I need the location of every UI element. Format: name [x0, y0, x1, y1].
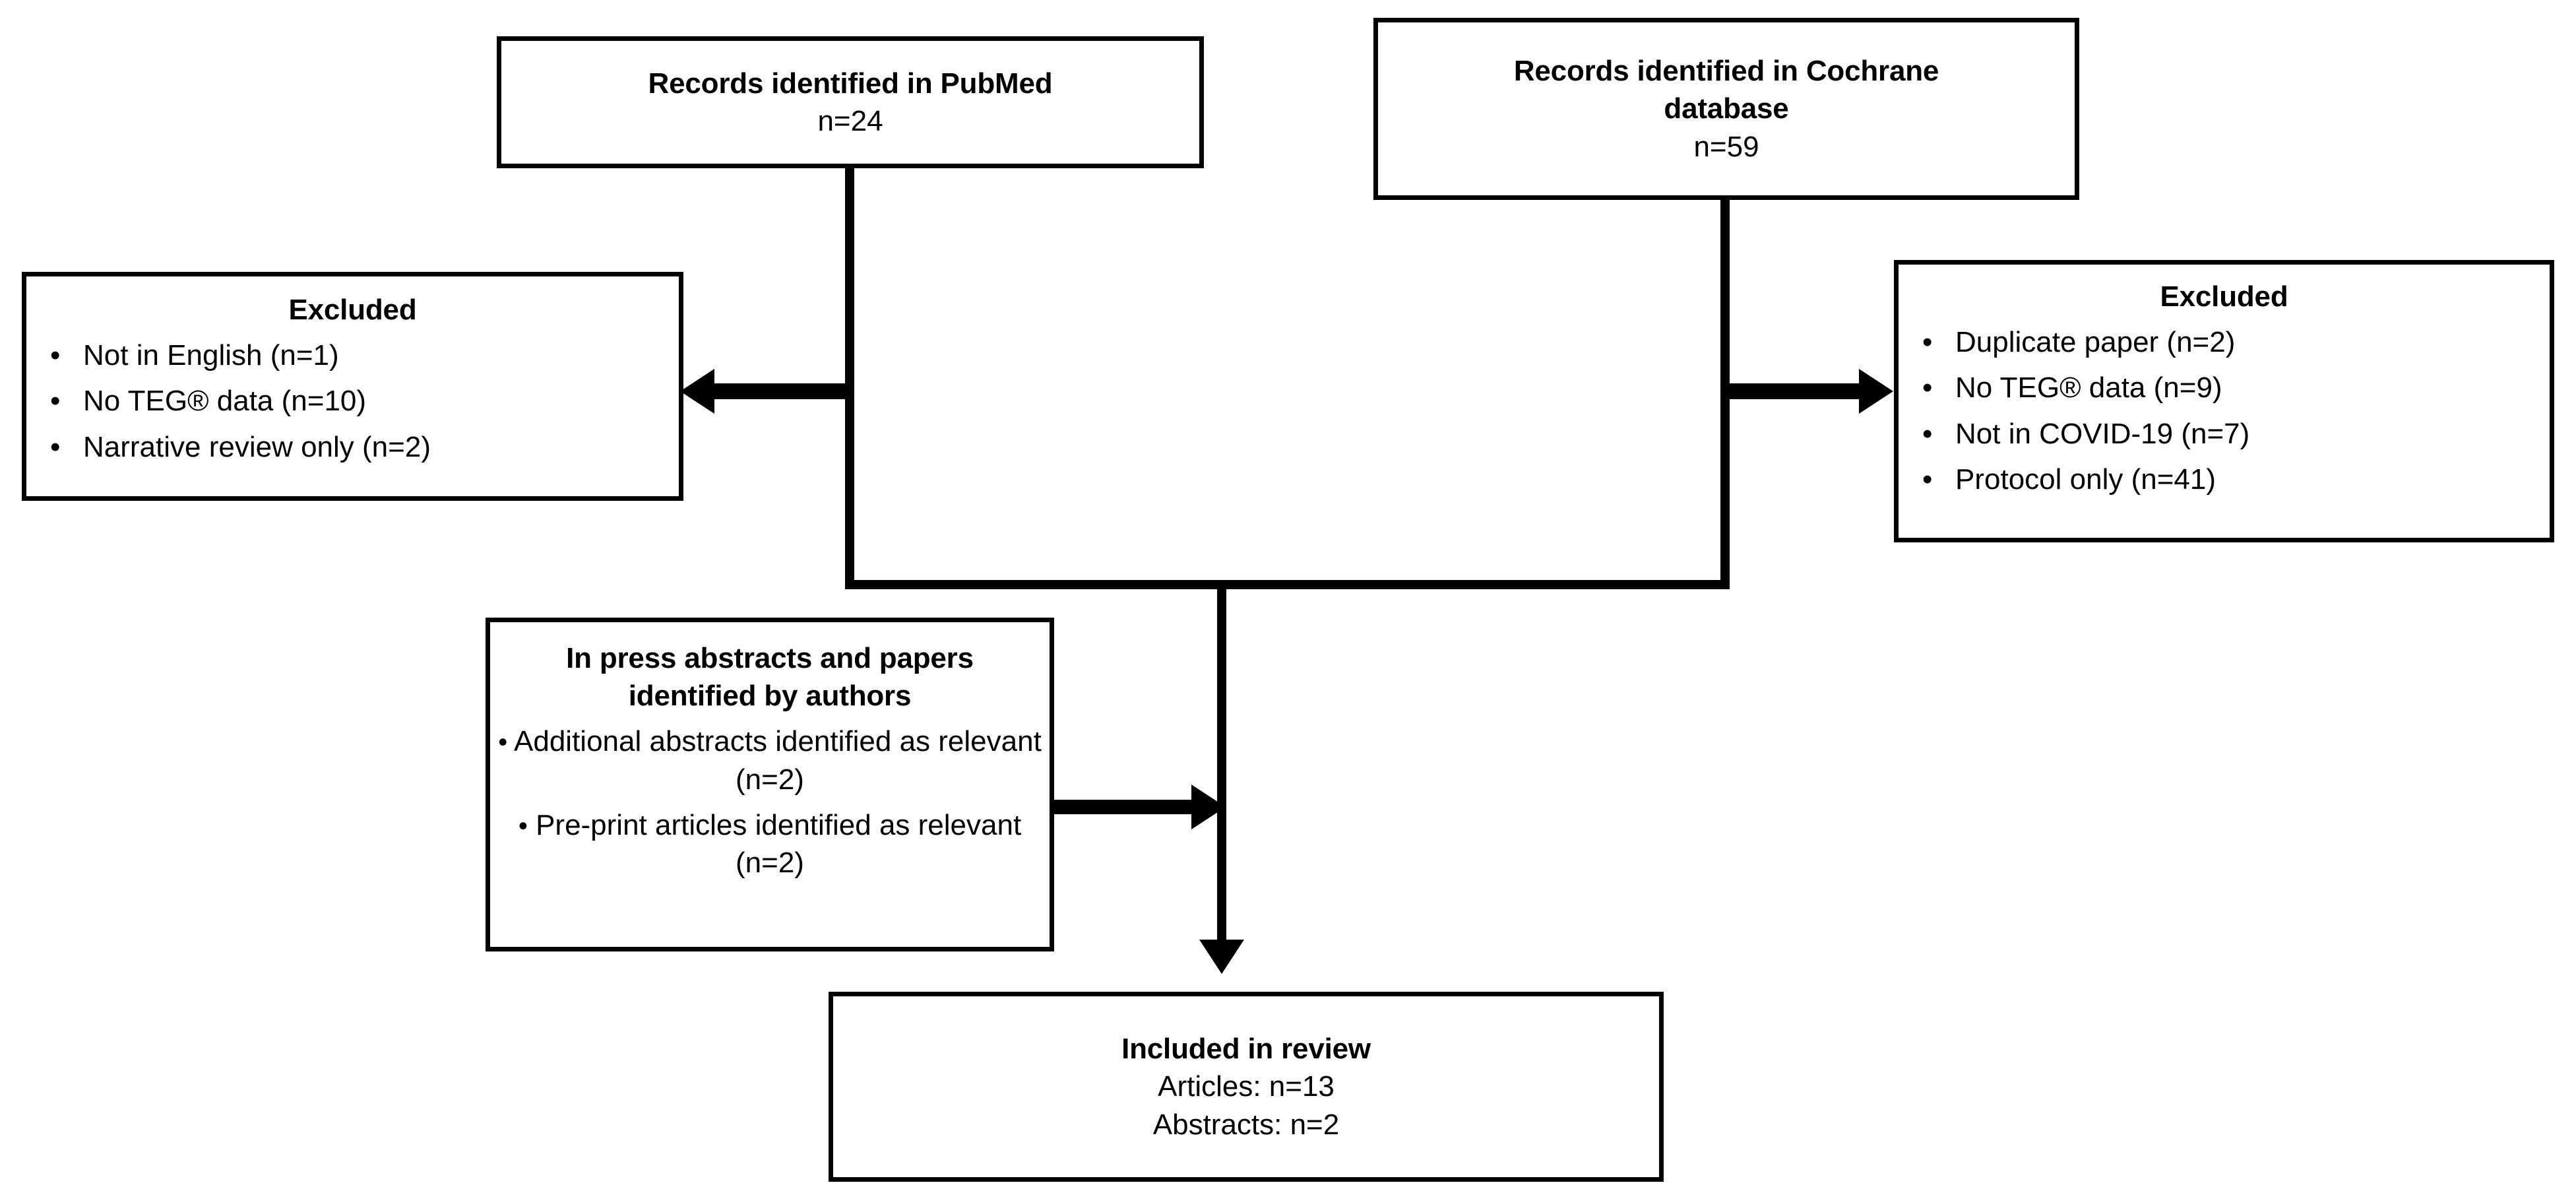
node-in-press-abstracts[interactable]: In press abstracts and papers identified… [486, 618, 1054, 951]
list-item-label: No TEG® data (n=9) [1955, 371, 2222, 404]
list-item-label: No TEG® data (n=10) [83, 385, 367, 418]
node-excluded-left-list: • Not in English (n=1) • No TEG® data (n… [26, 329, 679, 474]
bullet-icon: • [518, 811, 528, 841]
node-records-cochrane-title-line1: Records identified in Cochrane [1513, 55, 1939, 88]
arrowhead-inpress [1191, 785, 1226, 829]
connector-central-stem [1217, 585, 1226, 941]
list-item: • Not in English (n=1) [26, 337, 679, 374]
node-excluded-left[interactable]: Excluded • Not in English (n=1) • No TEG… [22, 272, 683, 501]
list-item: • Duplicate paper (n=2) [1899, 323, 2550, 361]
connector-to-excluded-right [1728, 383, 1860, 399]
node-in-press-title-line2: identified by authors [628, 680, 912, 713]
connector-pubmed-stem [845, 164, 854, 589]
bullet-icon: • [1922, 326, 1933, 359]
bullet-icon: • [1922, 463, 1933, 496]
bullet-icon: • [50, 430, 61, 463]
list-item-label: Pre-print articles identified as relevan… [536, 808, 1022, 879]
node-included-title: Included in review [1121, 1033, 1371, 1066]
node-in-press-list: • Additional abstracts identified as rel… [490, 715, 1050, 889]
connector-join-bar [845, 580, 1730, 589]
list-item: • Pre-print articles identified as relev… [490, 806, 1050, 882]
bullet-icon: • [50, 385, 61, 418]
list-item-label: Duplicate paper (n=2) [1955, 326, 2236, 359]
bullet-icon: • [50, 339, 61, 372]
list-item: • Protocol only (n=41) [1899, 461, 2550, 498]
list-item-label: Not in COVID-19 (n=7) [1955, 417, 2250, 450]
list-item: • Narrative review only (n=2) [26, 428, 679, 466]
node-excluded-left-title: Excluded [288, 294, 417, 326]
node-records-cochrane[interactable]: Records identified in Cochrane database … [1373, 18, 2079, 200]
list-item: • No TEG® data (n=9) [1899, 369, 2550, 406]
bullet-icon: • [1922, 371, 1933, 404]
node-excluded-right[interactable]: Excluded • Duplicate paper (n=2) • No TE… [1894, 260, 2554, 542]
connector-cochrane-stem [1720, 195, 1730, 589]
node-excluded-right-list: • Duplicate paper (n=2) • No TEG® data (… [1899, 315, 2550, 506]
list-item-label: Additional abstracts identified as relev… [514, 725, 1042, 796]
list-item-label: Not in English (n=1) [83, 339, 339, 372]
node-records-cochrane-title-line2: database [1664, 92, 1789, 125]
list-item-label: Protocol only (n=41) [1955, 463, 2216, 496]
connector-to-excluded-left [714, 383, 846, 399]
node-included-in-review[interactable]: Included in review Articles: n=13 Abstra… [829, 992, 1664, 1182]
bullet-icon: • [498, 728, 508, 757]
list-item: • Not in COVID-19 (n=7) [1899, 415, 2550, 453]
arrowhead-excluded-right [1859, 369, 1893, 414]
bullet-icon: • [1922, 417, 1933, 450]
list-item: • Additional abstracts identified as rel… [490, 723, 1050, 798]
node-excluded-right-title: Excluded [2160, 280, 2288, 313]
node-included-abstracts: Abstracts: n=2 [1152, 1108, 1340, 1141]
node-records-cochrane-count: n=59 [1693, 130, 1759, 163]
node-records-pubmed[interactable]: Records identified in PubMed n=24 [497, 36, 1204, 168]
arrowhead-excluded-left [680, 369, 714, 414]
node-in-press-title-line1: In press abstracts and papers [566, 642, 974, 674]
node-records-pubmed-title: Records identified in PubMed [648, 67, 1053, 100]
node-records-pubmed-count: n=24 [817, 105, 883, 137]
node-included-articles: Articles: n=13 [1158, 1070, 1335, 1103]
arrowhead-included [1199, 940, 1244, 974]
list-item: • No TEG® data (n=10) [26, 382, 679, 420]
connector-inpress-to-stem [1053, 800, 1197, 814]
list-item-label: Narrative review only (n=2) [83, 430, 431, 463]
